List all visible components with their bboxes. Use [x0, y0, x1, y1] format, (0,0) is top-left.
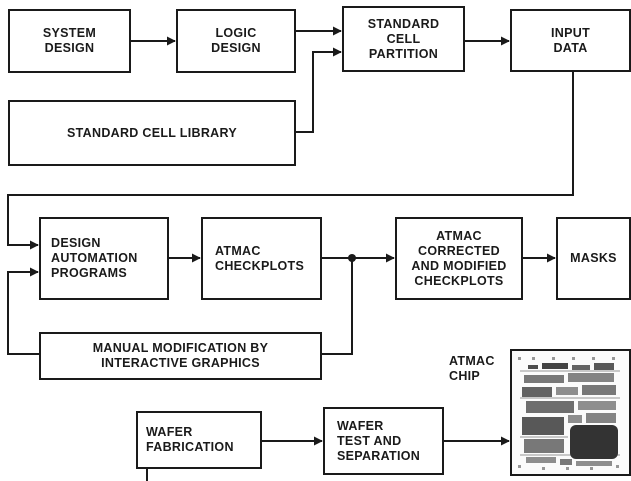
atmac-chip-image	[510, 349, 631, 476]
box-system-design: SYSTEM DESIGN	[8, 9, 131, 73]
arrow-library-to-partition	[296, 47, 342, 133]
box-design-automation-programs-label: DESIGN AUTOMATION PROGRAMS	[51, 236, 138, 280]
box-standard-cell-partition-label: STANDARD CELL PARTITION	[367, 16, 440, 61]
box-wafer-fabrication-label: WAFER FABRICATION	[146, 425, 234, 454]
box-input-data: INPUT DATA	[510, 9, 631, 72]
arrow-input-to-design-automation	[7, 72, 574, 250]
arrow-manual-to-design-automation	[7, 267, 39, 355]
line-junction-to-manual	[322, 258, 353, 355]
box-standard-cell-partition: STANDARD CELL PARTITION	[342, 6, 465, 72]
junction-dot	[348, 254, 356, 262]
chip-die-graphic	[514, 353, 627, 472]
box-design-automation-programs: DESIGN AUTOMATION PROGRAMS	[39, 217, 169, 300]
box-wafer-fabrication: WAFER FABRICATION	[136, 411, 262, 469]
box-manual-modification-label: MANUAL MODIFICATION BY INTERACTIVE GRAPH…	[92, 341, 269, 370]
box-masks: MASKS	[556, 217, 631, 300]
box-atmac-checkplots: ATMAC CHECKPLOTS	[201, 217, 322, 300]
box-masks-label: MASKS	[570, 251, 617, 265]
box-input-data-label: INPUT DATA	[551, 25, 590, 55]
box-manual-modification: MANUAL MODIFICATION BY INTERACTIVE GRAPH…	[39, 332, 322, 380]
box-standard-cell-library-label: STANDARD CELL LIBRARY	[67, 125, 237, 140]
box-system-design-label: SYSTEM DESIGN	[42, 26, 97, 55]
box-atmac-checkplots-label: ATMAC CHECKPLOTS	[215, 243, 305, 273]
atmac-chip-label: ATMAC CHIP	[449, 354, 495, 383]
box-atmac-corrected-checkplots: ATMAC CORRECTED AND MODIFIED CHECKPLOTS	[395, 217, 523, 300]
box-wafer-test-separation-label: WAFER TEST AND SEPARATION	[337, 418, 421, 463]
box-standard-cell-library: STANDARD CELL LIBRARY	[8, 100, 296, 166]
box-atmac-corrected-checkplots-label: ATMAC CORRECTED AND MODIFIED CHECKPLOTS	[411, 228, 507, 288]
box-logic-design-label: LOGIC DESIGN	[211, 26, 261, 55]
box-wafer-test-separation: WAFER TEST AND SEPARATION	[323, 407, 444, 475]
box-logic-design: LOGIC DESIGN	[176, 9, 296, 73]
